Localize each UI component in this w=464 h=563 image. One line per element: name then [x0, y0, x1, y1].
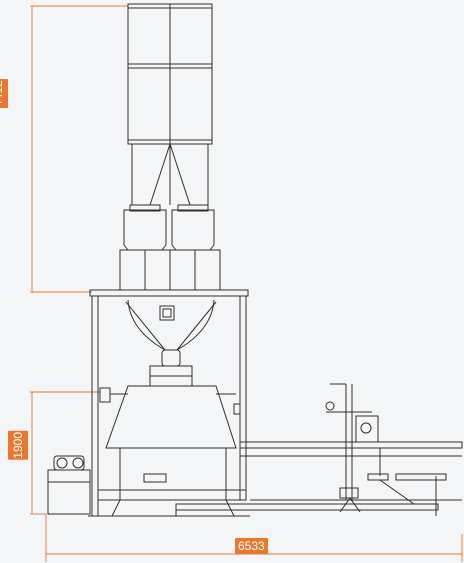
lower-height-label: 1900 — [8, 431, 28, 460]
main-frame — [89, 289, 249, 516]
twin-hoppers — [119, 204, 221, 291]
conveyor — [175, 441, 463, 516]
overall-height-label: 4412 — [0, 79, 8, 108]
dimension-lines — [30, 5, 463, 562]
upper-duct — [127, 3, 213, 206]
motor-unit — [47, 455, 91, 515]
base-frame — [88, 473, 250, 517]
bagging-cone — [99, 385, 241, 500]
overall-width-label: 6533 — [235, 538, 268, 554]
sewing-unit — [325, 383, 379, 513]
